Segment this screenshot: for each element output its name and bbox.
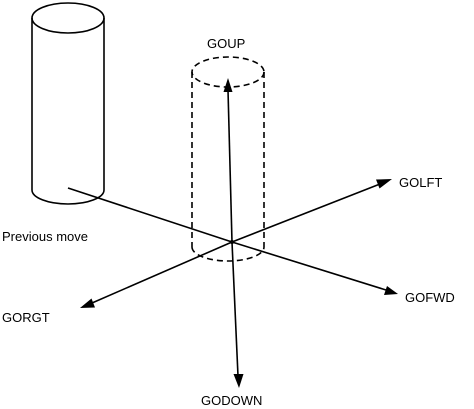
origin-point [230, 240, 234, 244]
previous-move-label: Previous move [2, 229, 88, 244]
previous-cylinder-bottom-arc [31, 189, 105, 205]
godown-axis [231, 241, 244, 388]
gofwd-axis [231, 241, 398, 295]
gorgt-arrowhead [80, 298, 95, 308]
gofwd-label: GOFWD [405, 290, 455, 305]
golft-axis [231, 179, 392, 243]
current-cylinder-bottom-arc [191, 246, 265, 262]
goup-label: GOUP [207, 36, 245, 51]
gorgt-axis [80, 241, 233, 308]
goup-arrowhead [223, 78, 233, 92]
previous-cylinder-top-ellipse [31, 2, 105, 34]
goup-axis [223, 78, 233, 243]
godown-label: GODOWN [201, 393, 262, 408]
godown-arrowhead [233, 374, 244, 388]
gorgt-label: GORGT [2, 310, 50, 325]
previous-position-cylinder [31, 2, 105, 205]
golft-label: GOLFT [399, 175, 442, 190]
previous-move-line [67, 187, 233, 243]
golft-arrowhead [376, 179, 392, 189]
gofwd-arrowhead [384, 286, 398, 295]
